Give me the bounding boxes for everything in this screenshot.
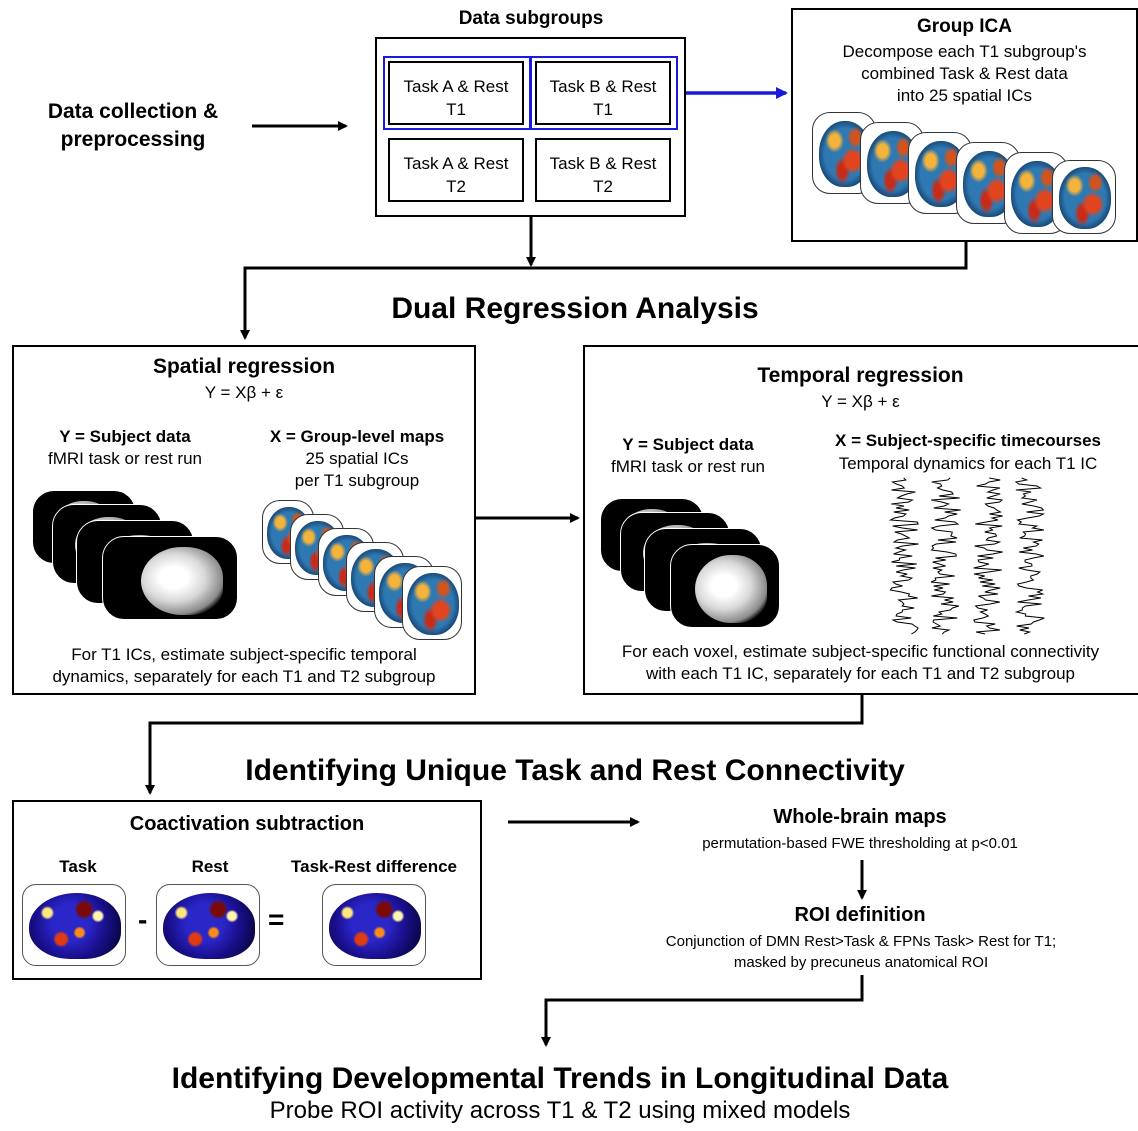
group-ica-line-3: into 25 spatial ICs bbox=[896, 86, 1033, 105]
spatial-title: Spatial regression bbox=[152, 355, 336, 378]
spatial-subject-mri-stack bbox=[32, 490, 238, 620]
dual-regression-heading: Dual Regression Analysis bbox=[391, 292, 759, 325]
difference-brain-map bbox=[322, 884, 426, 966]
subgroup-task-a-t2: Task A & Rest T2 bbox=[388, 138, 524, 202]
developmental-heading: Identifying Developmental Trends in Long… bbox=[171, 1062, 949, 1095]
subgroup-task-a-t1: Task A & Rest T1 bbox=[388, 61, 524, 125]
subgroup-task-b-t1: Task B & Rest T1 bbox=[535, 61, 671, 125]
subject-timecourses bbox=[888, 477, 1046, 635]
temporal-title: Temporal regression bbox=[757, 364, 964, 387]
developmental-sub: Probe ROI activity across T1 & T2 using … bbox=[269, 1097, 851, 1124]
minus-sign: - bbox=[138, 904, 148, 935]
roi-line-1: Conjunction of DMN Rest>Task & FPNs Task… bbox=[665, 933, 1057, 950]
mri-slice bbox=[102, 536, 238, 620]
temporal-equation: Y = Xβ + ε bbox=[821, 392, 900, 411]
group-ica-line-2: combined Task & Rest data bbox=[861, 64, 1068, 83]
equals-sign: = bbox=[268, 904, 285, 935]
roi-line-2: masked by precuneus anatomical ROI bbox=[733, 954, 989, 971]
group-ica-line-1: Decompose each T1 subgroup's bbox=[842, 42, 1087, 61]
subgroup-time: T1 bbox=[593, 100, 613, 119]
ica-map-card bbox=[1052, 160, 1116, 234]
ica-map-card bbox=[402, 566, 462, 640]
timecourse-line bbox=[930, 477, 961, 635]
group-ica-maps bbox=[812, 110, 1132, 235]
connector-temporal-to-coactivation bbox=[145, 695, 864, 795]
timecourse-line bbox=[888, 477, 919, 635]
subgroup-task-b-t2: Task B & Rest T2 bbox=[535, 138, 671, 202]
spatial-footer-2: dynamics, separately for each T1 and T2 … bbox=[52, 667, 436, 686]
coactivation-label-difference: Task-Rest difference bbox=[291, 857, 457, 876]
subgroup-label: Task A & Rest bbox=[403, 154, 509, 173]
subgroup-label: Task A & Rest bbox=[403, 77, 509, 96]
timecourse-line bbox=[1014, 477, 1046, 635]
timecourse-line bbox=[973, 477, 1004, 635]
temporal-x-sub: Temporal dynamics for each T1 IC bbox=[838, 454, 1098, 473]
roi-title: ROI definition bbox=[794, 904, 926, 926]
group-ica-title: Group ICA bbox=[917, 16, 1012, 37]
task-brain-map bbox=[22, 884, 126, 966]
subgroup-time: T2 bbox=[593, 177, 613, 196]
coactivation-label-rest: Rest bbox=[191, 857, 229, 876]
subgroups-title: Data subgroups bbox=[458, 8, 604, 29]
spatial-x-title: X = Group-level maps bbox=[269, 427, 445, 446]
coactivation-label-task: Task bbox=[59, 857, 97, 876]
temporal-subject-mri-stack bbox=[600, 498, 780, 628]
spatial-y-sub: fMRI task or rest run bbox=[48, 449, 202, 468]
connector-ica-to-spatial bbox=[240, 242, 968, 340]
whole-brain-sub: permutation-based FWE thresholding at p<… bbox=[702, 835, 1018, 852]
temporal-footer-2: with each T1 IC, separately for each T1 … bbox=[645, 664, 1076, 683]
connector-roi-to-developmental bbox=[541, 975, 864, 1047]
spatial-group-maps-stack bbox=[262, 500, 472, 640]
data-collection-label: Data collection & preprocessing bbox=[47, 100, 219, 151]
mri-slice bbox=[670, 544, 780, 628]
spatial-footer-1: For T1 ICs, estimate subject-specific te… bbox=[71, 645, 417, 664]
spatial-y-title: Y = Subject data bbox=[59, 427, 191, 446]
whole-brain-title: Whole-brain maps bbox=[773, 806, 947, 828]
temporal-footer-1: For each voxel, estimate subject-specifi… bbox=[621, 642, 1100, 661]
subgroup-time: T1 bbox=[446, 100, 466, 119]
coactivation-title: Coactivation subtraction bbox=[129, 813, 365, 835]
subgroup-time: T2 bbox=[446, 177, 466, 196]
spatial-x-sub-2: per T1 subgroup bbox=[294, 471, 420, 490]
spatial-x-sub-1: 25 spatial ICs bbox=[305, 449, 409, 468]
rest-brain-map bbox=[156, 884, 260, 966]
unique-connectivity-heading: Identifying Unique Task and Rest Connect… bbox=[245, 754, 905, 787]
subgroup-label: Task B & Rest bbox=[549, 154, 657, 173]
temporal-y-title: Y = Subject data bbox=[622, 435, 754, 454]
spatial-equation: Y = Xβ + ε bbox=[204, 383, 284, 402]
subgroups-t1-divider bbox=[529, 56, 532, 130]
temporal-x-title: X = Subject-specific timecourses bbox=[835, 431, 1101, 450]
temporal-y-sub: fMRI task or rest run bbox=[611, 457, 765, 476]
subgroup-label: Task B & Rest bbox=[549, 77, 657, 96]
